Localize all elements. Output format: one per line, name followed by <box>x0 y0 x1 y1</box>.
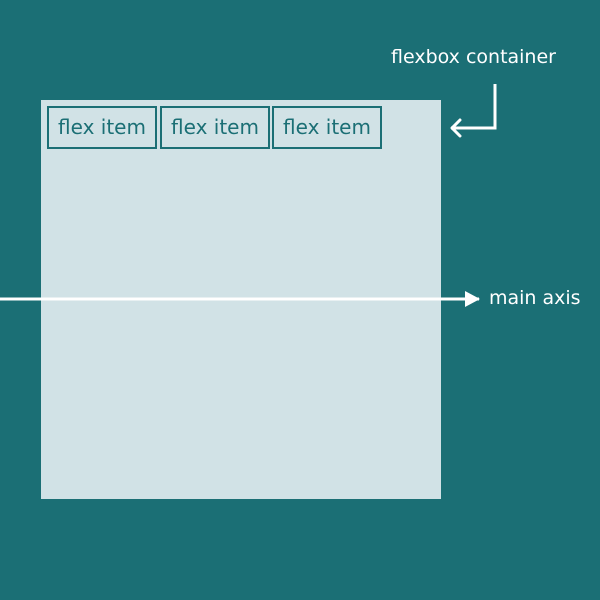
flexbox-container-label: flexbox container <box>391 46 556 68</box>
main-axis-arrow-head <box>465 291 480 307</box>
flex-item-2: flex item <box>160 106 270 149</box>
flexbox-container <box>41 100 441 499</box>
flex-item-3: flex item <box>272 106 382 149</box>
callout-arrow-head <box>450 118 462 138</box>
flex-item-1: flex item <box>47 106 157 149</box>
flexbox-container-callout-arrow <box>450 84 497 138</box>
callout-arrow-line <box>451 84 497 130</box>
main-axis-label: main axis <box>489 287 581 309</box>
